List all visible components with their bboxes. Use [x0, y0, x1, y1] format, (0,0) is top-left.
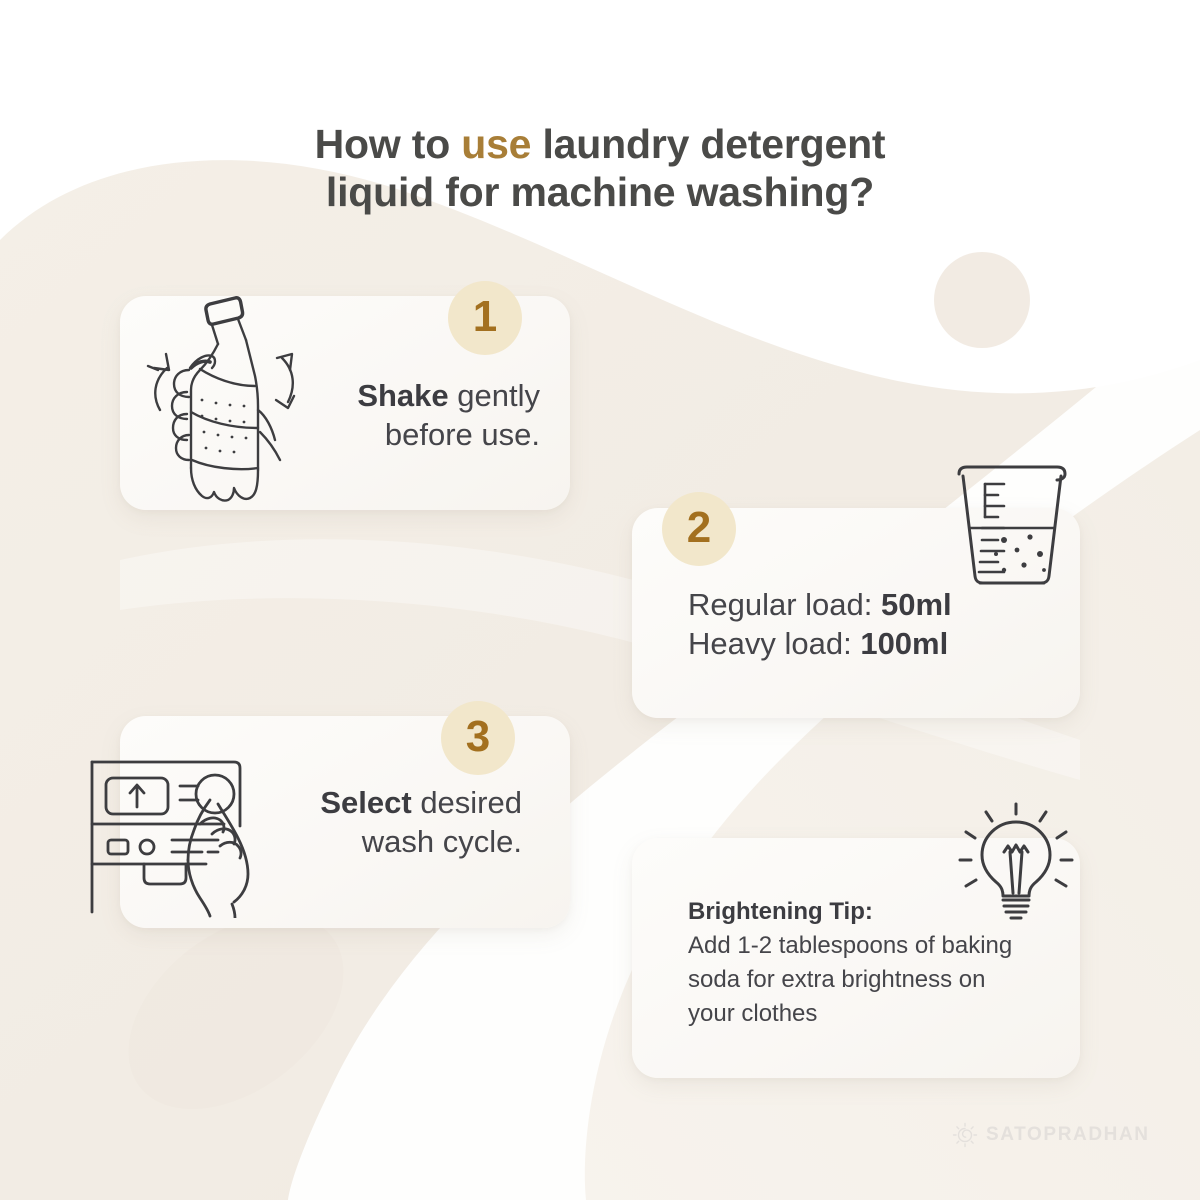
page-title-line-2: liquid for machine washing? [325, 169, 875, 216]
page-title-text-after: laundry detergent [531, 121, 886, 167]
tip-card [632, 838, 1080, 1078]
step-2-line-1-label: Regular load: [688, 587, 882, 622]
step-1-text-rest: gently before use. [384, 378, 540, 453]
step-2-line-2: Heavy load: 100ml [688, 624, 1028, 663]
sun-spiral-logo-icon [952, 1122, 978, 1148]
tip-body: Add 1-2 tablespoons of baking soda for e… [688, 932, 1013, 1028]
page-title-text-before: How to [314, 121, 462, 167]
step-2-text: Regular load: 50ml Heavy load: 100ml [688, 585, 1028, 663]
background-highlight-sweep [120, 539, 1080, 780]
step-badge-2: 2 [662, 492, 736, 566]
detergent-bottle-shake-icon [146, 296, 296, 502]
page-title: How to use laundry detergent liquid for … [0, 120, 1200, 217]
measuring-cup-icon [957, 465, 1067, 585]
step-badge-3-number: 3 [465, 711, 491, 761]
step-badge-1: 1 [448, 281, 522, 355]
step-badge-2-number: 2 [686, 502, 712, 552]
step-2-line-1-value: 50ml [881, 587, 952, 622]
step-2-line-2-value: 100ml [860, 626, 949, 662]
watermark: SATOPRADHAN [952, 1122, 1150, 1148]
step-badge-1-number: 1 [472, 291, 498, 341]
step-3-text-rest: desired wash cycle. [361, 785, 522, 860]
tip-text: Brightening Tip: Add 1-2 tablespoons of … [688, 895, 1033, 1031]
washing-machine-panel-icon [90, 760, 250, 918]
watermark-text: SATOPRADHAN [986, 1124, 1150, 1145]
step-1-text-bold: Shake [357, 378, 449, 413]
step-3-text-bold: Select [320, 785, 412, 820]
background-ellipse-accent [128, 914, 344, 1110]
page-title-highlight: use [461, 121, 532, 167]
step-2-line-1: Regular load: 50ml [688, 585, 1028, 624]
step-2-line-2-label: Heavy load: [688, 626, 861, 662]
background-circle-accent [934, 252, 1030, 348]
step-badge-3: 3 [441, 701, 515, 775]
page-title-line-1: How to use laundry detergent [0, 120, 1200, 168]
tip-heading: Brightening Tip: [688, 898, 873, 925]
step-1-text: Shake gently before use. [290, 376, 540, 454]
lightbulb-icon [958, 802, 1074, 920]
step-3-text: Select desired wash cycle. [272, 783, 522, 861]
